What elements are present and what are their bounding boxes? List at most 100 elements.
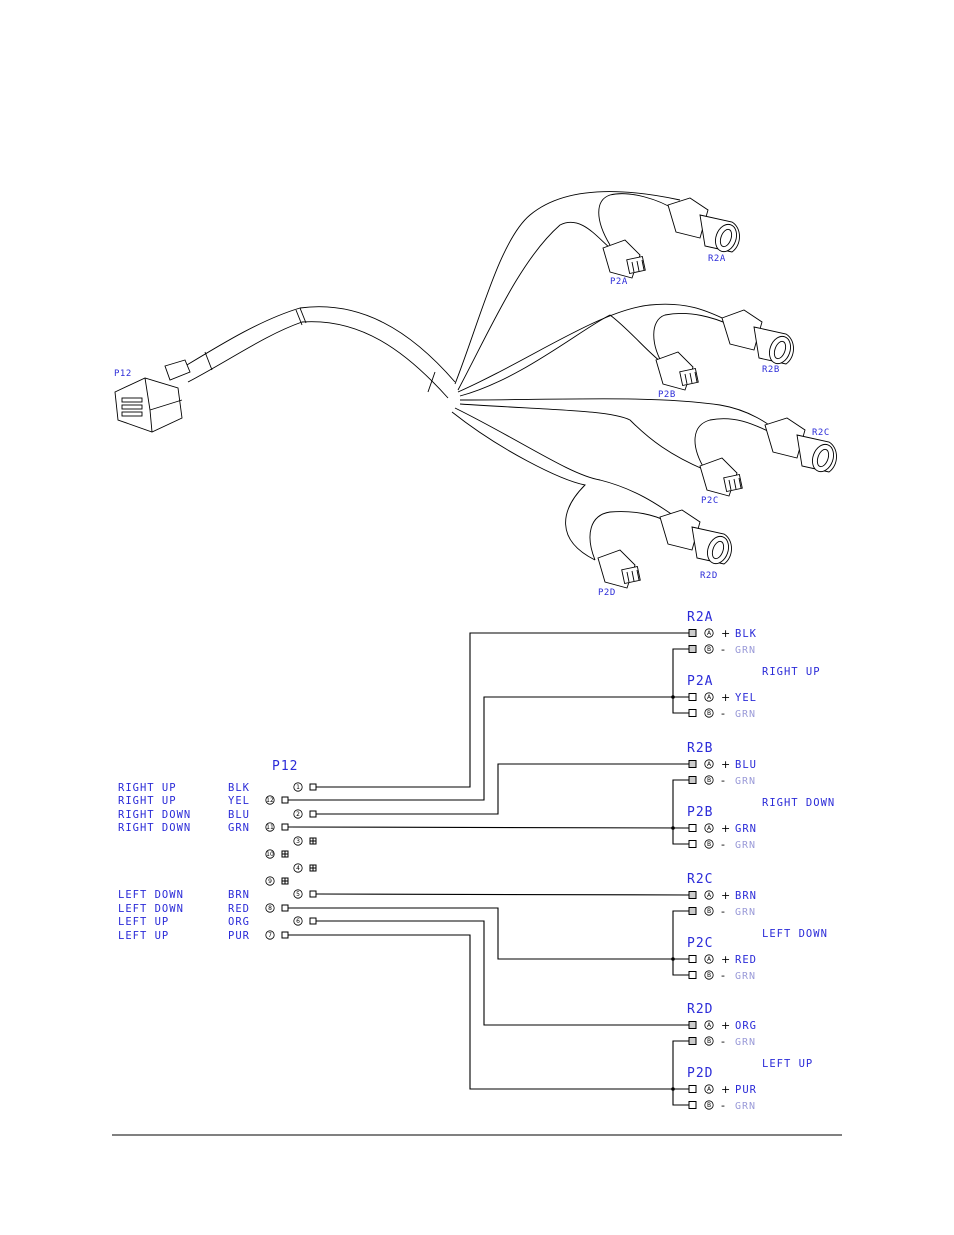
- pin-number-circle: [265, 930, 275, 940]
- connector-terminal: [688, 776, 697, 784]
- wire-color-label: BLK: [228, 782, 250, 794]
- pin-function-label: RIGHT UP: [118, 782, 177, 794]
- connector-name: R2C: [687, 872, 713, 887]
- cavity-circle: [704, 823, 714, 833]
- polarity-sign: -: [721, 1035, 725, 1048]
- cavity-circle: [704, 708, 714, 718]
- pin-number-circle: [265, 795, 275, 805]
- polarity-sign: +: [721, 691, 730, 704]
- group-function-label: RIGHT UP: [762, 666, 821, 678]
- connector-terminal: [688, 693, 697, 701]
- polarity-sign: +: [721, 627, 730, 640]
- harness-label-r2d: R2D: [700, 571, 718, 581]
- r2c-connector: [764, 417, 837, 473]
- signal-wire: [315, 893, 690, 896]
- connector-terminal: [688, 1021, 697, 1029]
- pin-number-circle: [265, 876, 275, 886]
- pin-number-circle: [293, 863, 303, 873]
- cavity-circle: [704, 644, 714, 654]
- connector-terminal: [688, 971, 697, 979]
- cavity-wire-color: BLU: [735, 759, 757, 771]
- harness-label-r2a: R2A: [708, 254, 726, 264]
- pin-number: 1: [296, 784, 300, 791]
- polarity-sign: +: [721, 1019, 730, 1032]
- pin-number: 3: [296, 838, 300, 845]
- r2b-connector: [721, 309, 794, 365]
- ground-jumper: [672, 779, 689, 845]
- pin-number-circle: [293, 782, 303, 792]
- connector-terminal: [688, 891, 697, 899]
- connector-name: R2A: [687, 610, 713, 625]
- polarity-sign: -: [721, 969, 725, 982]
- cavity-circle: [704, 970, 714, 980]
- cavity-wire-color: GRN: [735, 1037, 756, 1048]
- pin-terminal: [309, 810, 317, 818]
- p12-pin-row: 4: [293, 863, 317, 873]
- pin-number-circle: [265, 822, 275, 832]
- polarity-sign: -: [721, 1099, 725, 1112]
- pin-function-label: LEFT UP: [118, 930, 169, 942]
- cavity-wire-color: PUR: [735, 1084, 757, 1096]
- cavity-wire-color: GRN: [735, 645, 756, 656]
- cavity-letter: A: [707, 694, 712, 701]
- polarity-sign: +: [721, 953, 730, 966]
- connector-terminal: [688, 760, 697, 768]
- signal-wire: [288, 934, 689, 1090]
- harness-label-p12: P12: [114, 369, 132, 379]
- ground-jumper: [672, 1040, 689, 1106]
- pin-terminal: [309, 917, 317, 925]
- connector-terminal: [688, 824, 697, 832]
- p2a-connector: [602, 239, 646, 279]
- polarity-sign: -: [721, 838, 725, 851]
- connector-name: R2D: [687, 1002, 713, 1017]
- cavity-circle: [704, 954, 714, 964]
- r2a-connector: [667, 197, 740, 253]
- harness-label-p2d: P2D: [598, 588, 616, 598]
- wire-color-label: GRN: [228, 822, 250, 834]
- cavity-wire-color: GRN: [735, 1101, 756, 1112]
- p12-title: P12: [272, 759, 298, 774]
- pin-number: 2: [296, 811, 300, 818]
- group-function-label: RIGHT DOWN: [762, 797, 835, 809]
- cavity-letter: A: [707, 761, 712, 768]
- pin-number: 8: [268, 905, 272, 912]
- harness-illustration: P12 R2A P2A R2B P2B R2C P2C R2D P2D: [114, 191, 837, 598]
- wire-color-label: YEL: [228, 795, 250, 807]
- cavity-circle: [704, 1020, 714, 1030]
- p12-pin-row: 9: [265, 876, 289, 886]
- ground-jumper: [672, 648, 689, 714]
- pin-function-label: RIGHT DOWN: [118, 809, 191, 821]
- pin-number-circle: [265, 849, 275, 859]
- cavity-wire-color: BRN: [735, 890, 757, 902]
- signal-wire: [316, 763, 689, 815]
- p12-pin-row: RIGHT UP BLK 1: [118, 782, 317, 794]
- connector-name: P2C: [687, 936, 713, 951]
- cavity-circle: [704, 890, 714, 900]
- connector-name: R2B: [687, 741, 713, 756]
- signal-wire: [316, 632, 689, 788]
- wire-color-label: PUR: [228, 930, 250, 942]
- pin-number: 5: [296, 891, 300, 898]
- cavity-wire-color: GRN: [735, 840, 756, 851]
- cavity-letter: B: [707, 908, 711, 915]
- cavity-circle: [704, 1036, 714, 1046]
- cavity-letter: B: [707, 1102, 711, 1109]
- r2d-connector: [659, 509, 732, 565]
- pin-terminal: [281, 931, 289, 939]
- harness-label-p2b: P2B: [658, 390, 676, 400]
- wire-color-label: BRN: [228, 889, 250, 901]
- pin-function-label: RIGHT UP: [118, 795, 177, 807]
- wire-color-label: ORG: [228, 916, 250, 928]
- wire-color-label: RED: [228, 903, 250, 915]
- cavity-letter: B: [707, 646, 711, 653]
- connector-terminal: [688, 629, 697, 637]
